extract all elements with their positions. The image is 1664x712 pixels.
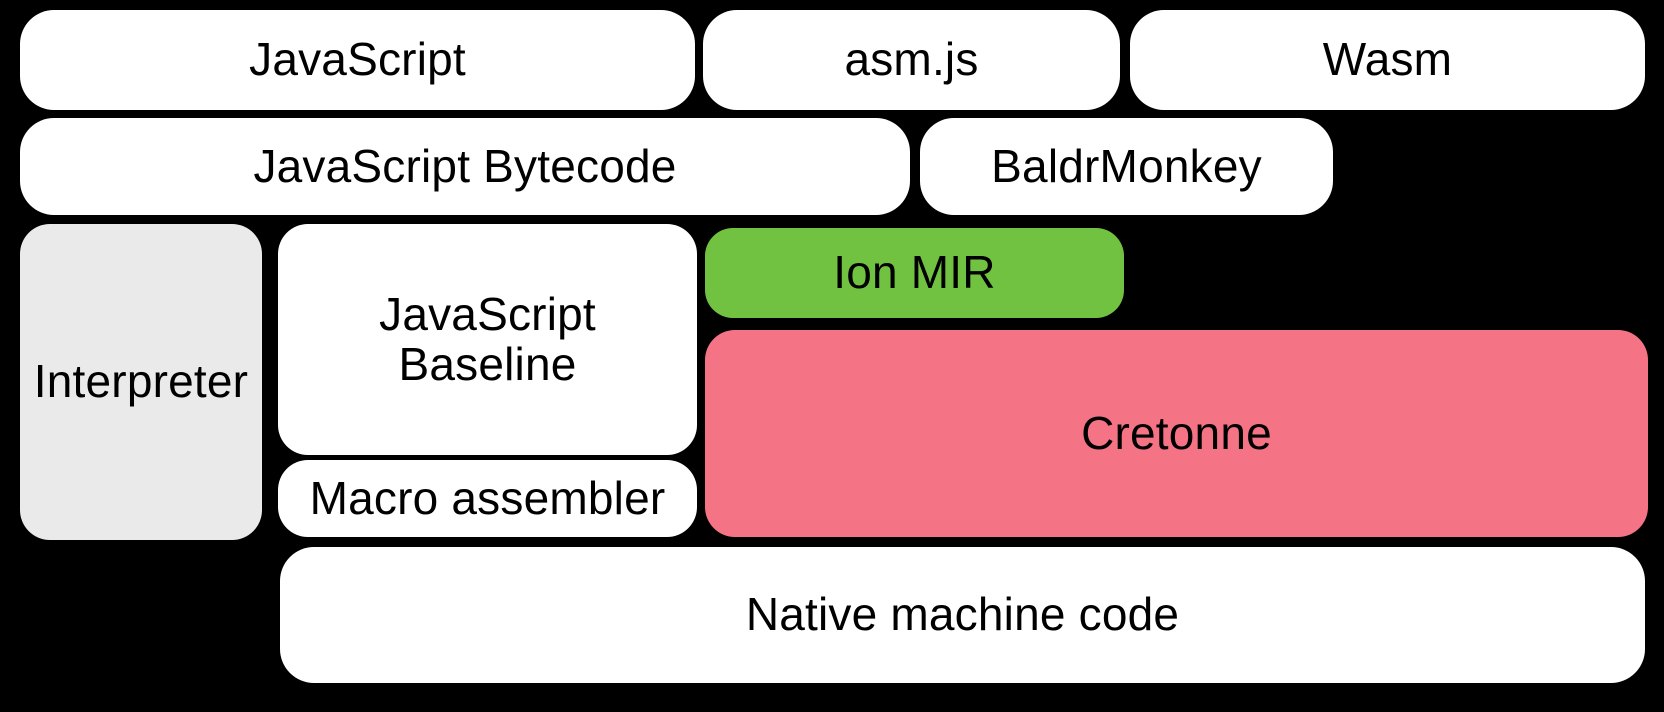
node-interpreter: Interpreter xyxy=(20,224,262,540)
node-wasm: Wasm xyxy=(1130,10,1645,110)
node-javascript: JavaScript xyxy=(20,10,695,110)
node-cretonne: Cretonne xyxy=(705,330,1648,537)
node-native-machine-code: Native machine code xyxy=(280,547,1645,683)
node-baldrmonkey: BaldrMonkey xyxy=(920,118,1333,215)
node-macro-assembler: Macro assembler xyxy=(278,460,697,537)
node-asmjs: asm.js xyxy=(703,10,1120,110)
node-ion-mir: Ion MIR xyxy=(705,228,1124,318)
node-javascript-bytecode: JavaScript Bytecode xyxy=(20,118,910,215)
node-javascript-baseline: JavaScript Baseline xyxy=(278,224,697,455)
